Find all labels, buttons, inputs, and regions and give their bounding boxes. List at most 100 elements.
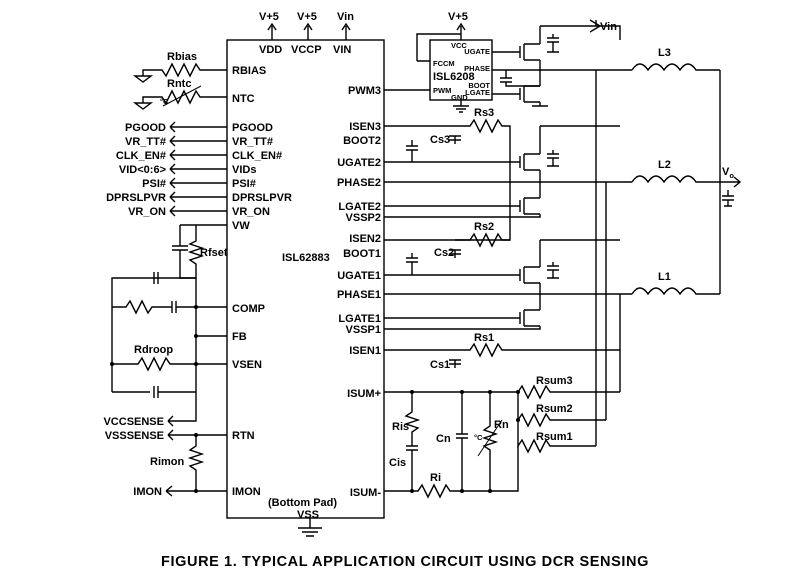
l2-label: L2 <box>658 159 671 171</box>
inductor-l2: L2 <box>631 159 720 184</box>
bottom-pad-label: (Bottom Pad) <box>268 497 337 509</box>
rntc-label: Rntc <box>167 78 191 90</box>
driver-pin-lgate: LGATE <box>465 88 490 97</box>
pin-dprslpvr: DPRSLPVR <box>232 192 292 204</box>
signal-clk-en: CLK_EN# <box>116 150 166 162</box>
pin-vccp: VCCP <box>291 44 322 56</box>
vss-pin-label: VSS <box>297 509 319 521</box>
rimon-resistor: Rimon IMON <box>133 435 227 498</box>
pin-fb: FB <box>232 331 247 343</box>
figure-caption: FIGURE 1. TYPICAL APPLICATION CIRCUIT US… <box>161 554 649 570</box>
rs3-label: Rs3 <box>474 107 494 119</box>
left-pins: RBIAS NTC PGOOD VR_TT# CLK_EN# VIDs PSI#… <box>232 65 292 498</box>
pin-phase2: PHASE2 <box>337 177 381 189</box>
pin-isum-minus: ISUM- <box>350 487 382 499</box>
rfset-network: Rfset <box>172 224 228 279</box>
cn-label: Cn <box>436 433 451 445</box>
rbias-resistor: Rbias <box>132 51 227 83</box>
rsum2-label: Rsum2 <box>536 403 573 415</box>
signal-vr-tt: VR_TT# <box>125 136 166 148</box>
pin-isen2: ISEN2 <box>349 233 381 245</box>
pin-isen1: ISEN1 <box>349 345 381 357</box>
rbias-label: Rbias <box>167 51 197 63</box>
signal-pgood: PGOOD <box>125 122 166 134</box>
vo-label: Vo <box>722 166 734 180</box>
rntc-resistor: Rntc °C <box>132 78 227 110</box>
rdroop-network: Rdroop <box>110 344 227 398</box>
rimon-label: Rimon <box>150 456 185 468</box>
pin-ugate2: UGATE2 <box>337 157 381 169</box>
pin-boot2: BOOT2 <box>343 135 381 147</box>
rsum1-label: Rsum1 <box>536 431 573 443</box>
pin-vw: VW <box>232 220 250 232</box>
pin-psi: PSI# <box>232 178 256 190</box>
pin-vssp2: VSSP2 <box>346 212 381 224</box>
signal-vccsense: VCCSENSE <box>103 416 164 428</box>
pin-vr-tt: VR_TT# <box>232 136 273 148</box>
signal-vsssense: VSSSENSE <box>105 430 164 442</box>
main-ic-name: ISL62883 <box>282 252 330 264</box>
vin-out-label: Vin <box>600 21 617 33</box>
driver-pin-pwm: PWM <box>433 86 451 95</box>
driver-supply: V+5 <box>448 11 468 23</box>
l1-label: L1 <box>658 271 671 283</box>
pin-isen3: ISEN3 <box>349 121 381 133</box>
comp-network <box>111 272 227 392</box>
pin-rbias: RBIAS <box>232 65 266 77</box>
current-sense: Rs2 Cs2 Rs3 Cs3 Rs1 Cs1 Rsum3 Rsum2 Rsum… <box>384 70 621 499</box>
isl6208-chip <box>429 39 493 101</box>
pin-vdd: VDD <box>259 44 282 56</box>
mosfet-stages <box>384 19 621 330</box>
pin-vin: VIN <box>333 44 351 56</box>
driver-ic-name: ISL6208 <box>433 71 475 83</box>
pin-rtn: RTN <box>232 430 255 442</box>
pin-imon: IMON <box>232 486 261 498</box>
pin-vr-on: VR_ON <box>232 206 270 218</box>
ri-label: Ri <box>430 472 441 484</box>
cs2-label: Cs2 <box>434 247 454 259</box>
pin-boot1: BOOT1 <box>343 248 381 260</box>
external-signals: PGOOD VR_TT# CLK_EN# VID<0:6> PSI# DPRSL… <box>106 121 227 218</box>
rs1-label: Rs1 <box>474 332 494 344</box>
signal-imon: IMON <box>133 486 162 498</box>
ris-label: Ris <box>392 421 409 433</box>
sense-lines: VCCSENSE VSSSENSE <box>103 392 227 442</box>
pin-phase1: PHASE1 <box>337 289 381 301</box>
rn-temp: °C <box>474 433 483 442</box>
l3-label: L3 <box>658 47 671 59</box>
cis-label: Cis <box>389 457 406 469</box>
top-pins: VDD VCCP VIN V+5 V+5 Vin <box>259 11 354 56</box>
pin-ntc: NTC <box>232 93 255 105</box>
pin-pwm3: PWM3 <box>348 85 381 97</box>
output-rail: Vo Vin <box>600 21 742 294</box>
rntc-temp: °C <box>160 97 169 106</box>
driver-pin-vcc: VCC <box>451 41 467 50</box>
rn-label: Rn <box>494 419 509 431</box>
cs1-label: Cs1 <box>430 359 450 371</box>
driver-pin-phase: PHASE <box>464 64 490 73</box>
driver-pin-fccm: FCCM <box>433 59 455 68</box>
inductor-l3: L3 <box>631 47 720 72</box>
pin-lgate2: LGATE2 <box>338 201 381 213</box>
pin-pgood: PGOOD <box>232 122 273 134</box>
pin-clk-en: CLK_EN# <box>232 150 282 162</box>
pin-vsen: VSEN <box>232 359 262 371</box>
supply-vccp: V+5 <box>297 11 317 23</box>
supply-vdd: V+5 <box>259 11 279 23</box>
vss-ground <box>298 518 322 537</box>
rfset-label: Rfset <box>200 247 228 259</box>
driver-pin-gnd: GND <box>451 93 468 102</box>
driver-pin-boot: BOOT <box>468 81 490 90</box>
rs2-label: Rs2 <box>474 221 494 233</box>
signal-vr-on: VR_ON <box>128 206 166 218</box>
phase-nodes <box>384 69 632 358</box>
signal-dprslpvr: DPRSLPVR <box>106 192 166 204</box>
pin-isum-plus: ISUM+ <box>347 388 381 400</box>
rdroop-label: Rdroop <box>134 344 173 356</box>
driver-pin-ugate: UGATE <box>464 47 490 56</box>
cs3-label: Cs3 <box>430 134 450 146</box>
signal-vid: VID<0:6> <box>119 164 166 176</box>
pin-vids: VIDs <box>232 164 256 176</box>
right-pins: PWM3 ISEN3 BOOT2 UGATE2 PHASE2 LGATE2 VS… <box>337 85 381 499</box>
